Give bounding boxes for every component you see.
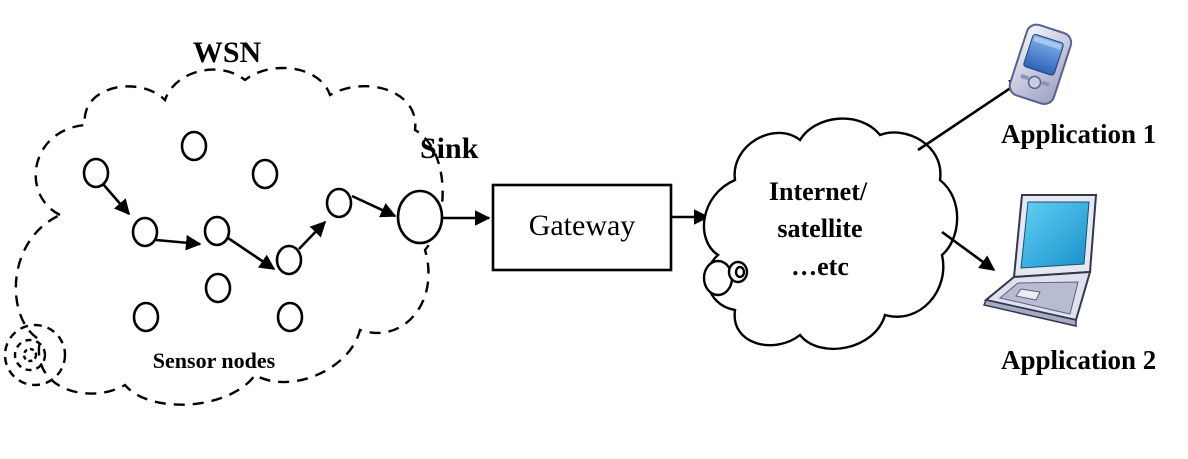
link-arrow [227, 236, 276, 271]
sensor-node [276, 301, 304, 333]
link-arrow [298, 220, 327, 250]
sensor-links [102, 183, 397, 271]
network-to-application-2-arrow [941, 230, 996, 272]
application-2-label: Application 2 [1001, 345, 1156, 375]
sensor-node [82, 157, 110, 189]
sensor-node [204, 272, 232, 304]
sensor-node [325, 187, 353, 219]
sensor-node [132, 301, 160, 333]
mobile-phone-icon [1008, 23, 1073, 105]
sensor-node [275, 244, 303, 276]
application-1-label: Application 1 [1001, 119, 1156, 149]
network-line-2: satellite [777, 214, 862, 243]
sensor-nodes-label: Sensor nodes [153, 348, 276, 373]
link-arrow [351, 194, 397, 218]
wsn-title: WSN [193, 36, 262, 69]
network-to-application-1-arrow [917, 77, 1026, 152]
sensor-node [203, 215, 231, 247]
sink-label: Sink [420, 132, 479, 165]
sensor-node [251, 158, 279, 190]
wsn-cloud [3, 66, 444, 406]
cloud-bubble [702, 259, 734, 297]
laptop-icon [982, 194, 1098, 327]
cloud-bubble [734, 265, 746, 279]
link-arrow [155, 234, 202, 251]
network-cloud [702, 117, 959, 350]
link-arrow [102, 183, 131, 216]
gateway-box [491, 183, 673, 272]
sensor-node [131, 216, 159, 248]
gateway-label: Gateway [529, 209, 636, 242]
sensor-node [180, 130, 208, 162]
sensor-nodes [82, 130, 353, 333]
sink-node [396, 189, 444, 245]
network-line-1: Internet/ [769, 177, 868, 206]
network-line-3: …etc [791, 252, 849, 281]
